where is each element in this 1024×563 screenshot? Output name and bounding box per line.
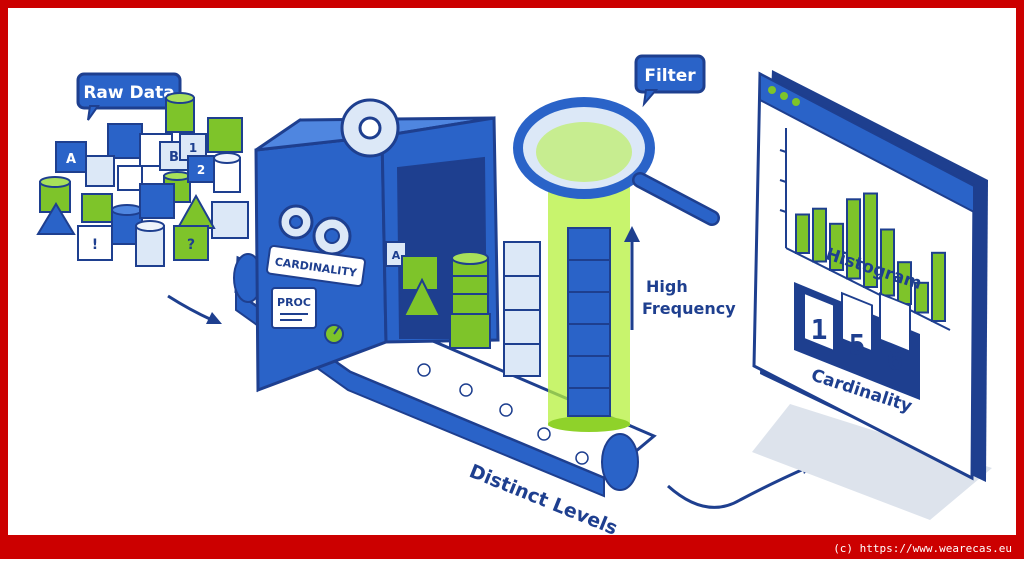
footer-credit: (c) https://www.wearecas.eu — [833, 542, 1012, 555]
filter-label: Filter — [644, 66, 696, 86]
cube-blue-top — [107, 123, 143, 159]
cube-hook — [117, 165, 143, 191]
cardinality-counter: 1 5 6 — [794, 282, 920, 400]
histogram-bar — [863, 192, 878, 288]
frequency-label: Frequency — [642, 299, 736, 318]
filter-section: Filter High Frequency — [513, 54, 736, 432]
proc-panel: PROC — [271, 287, 317, 329]
cube-1-digit: 1 — [189, 141, 197, 155]
raw-data-cluster: Raw Data — [36, 72, 249, 324]
raw-data-label: Raw Data — [83, 83, 174, 103]
histogram-bar — [812, 207, 827, 263]
machine-gear-icons — [278, 204, 352, 256]
cardinality-panel: CARDINALITY — [266, 244, 366, 288]
cylinder-green-top — [165, 92, 195, 133]
cube-green-mid — [81, 193, 113, 223]
belt-pyramid — [402, 277, 442, 317]
belt-cylinder-stack — [449, 251, 491, 349]
cube-2 — [187, 155, 215, 183]
cube-blue-mid — [139, 183, 175, 219]
counter-digit-box-2 — [841, 291, 873, 353]
histogram-bar — [931, 251, 946, 322]
cylinder-light — [135, 220, 165, 267]
cube-light-right — [211, 201, 249, 239]
counter-digit-2: 5 — [849, 328, 866, 361]
histogram-bar — [846, 198, 861, 280]
proc-label: PROC — [277, 296, 311, 309]
pyramid-blue — [36, 202, 76, 235]
high-frequency-stack — [567, 227, 611, 417]
machine-dial-icon — [324, 324, 344, 344]
histogram-bar — [829, 222, 844, 272]
cube-exclaim-glyph: ! — [92, 237, 98, 253]
belt-white-cube-stack — [503, 241, 541, 377]
raw-data-callout: Raw Data — [76, 72, 182, 121]
window-titlebar — [759, 72, 975, 214]
cube-lock — [85, 155, 115, 187]
up-arrow — [624, 226, 640, 330]
histogram-bar — [914, 281, 929, 314]
cylinder-white — [213, 152, 241, 193]
cube-question-glyph: ? — [187, 237, 195, 253]
data-items: A B 1 2 ! ? — [36, 92, 249, 267]
histogram-bar — [795, 213, 810, 254]
tunnel-cube-a-letter: A — [392, 249, 401, 262]
filter-beam-base — [548, 416, 630, 432]
machine-top-gear-icon — [340, 98, 400, 158]
window-dots — [768, 86, 800, 106]
conveyor-items — [401, 241, 541, 377]
cube-question — [173, 225, 209, 261]
cube-b-letter: B — [169, 150, 179, 165]
cube-green-top-right — [207, 117, 243, 153]
cube-2-digit: 2 — [197, 163, 205, 177]
counter-digit-1: 1 — [811, 313, 828, 346]
histogram-bars — [795, 192, 946, 322]
result-window: Histogram 1 5 6 Cardinality — [752, 70, 992, 520]
counter-digit-box-3 — [879, 292, 911, 354]
window-shadow — [752, 404, 992, 520]
counter-digit-3: 6 — [887, 343, 904, 376]
filter-callout: Filter — [634, 54, 706, 108]
magnifier-icon — [513, 97, 720, 226]
cube-exclaim — [77, 225, 113, 261]
conveyor-gear-icons — [417, 363, 589, 465]
high-label: High — [646, 277, 688, 296]
input-arrow — [167, 294, 222, 324]
cube-a-letter: A — [66, 152, 76, 167]
counter-digit-box-1 — [803, 291, 835, 353]
histogram-bar — [880, 228, 895, 297]
